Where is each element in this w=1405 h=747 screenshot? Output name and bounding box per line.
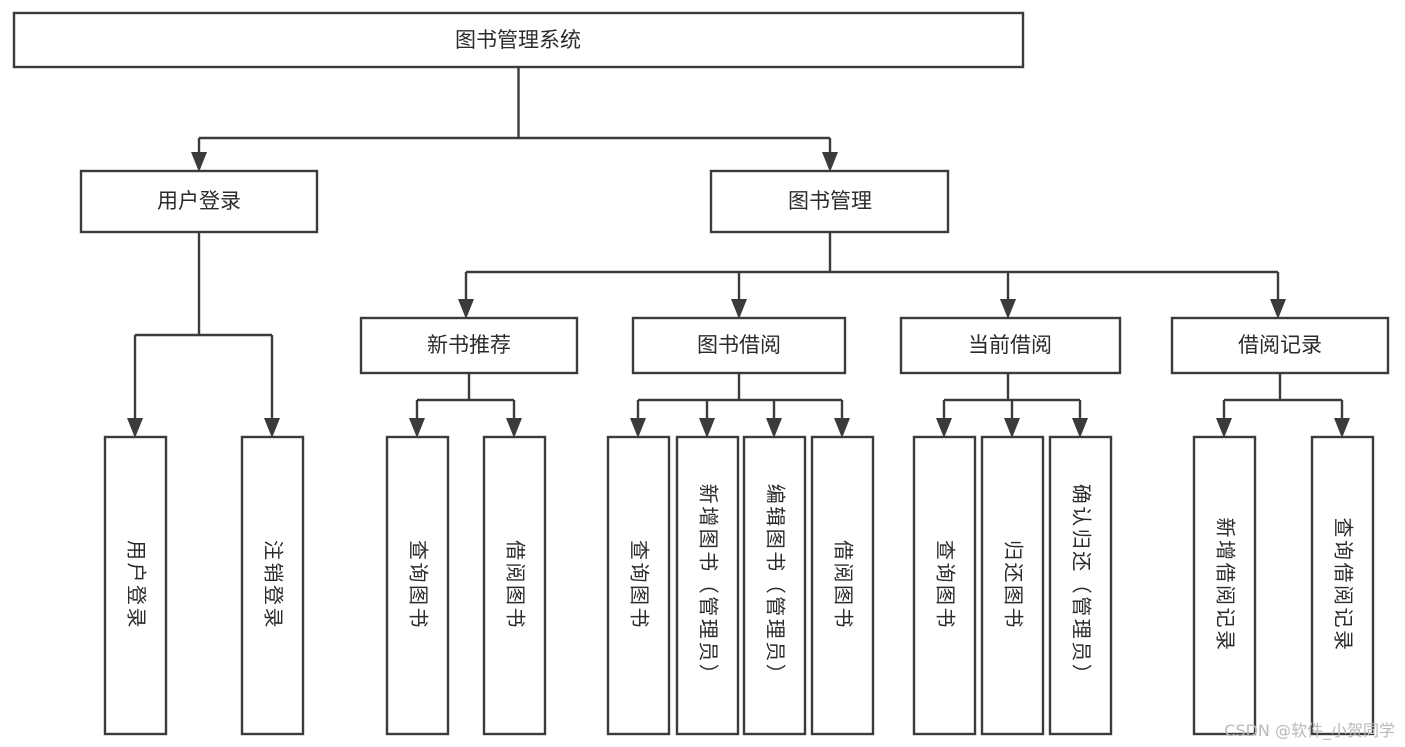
leaf-node-return-book[interactable]: 归还图书 [980, 435, 1045, 736]
arrowhead-icon-to-leaf-11 [1072, 418, 1088, 438]
arrowhead-icon-to-leaf-4 [506, 418, 522, 438]
arrowhead-icon-to-leaf-5 [630, 418, 646, 438]
node-current-borrowing[interactable]: 当前借阅 [899, 316, 1122, 375]
node-label-leaf-query-borrow-record: 查询借阅记录 [1332, 518, 1356, 653]
node-label-leaf-query-book-new: 查询图书 [407, 540, 431, 630]
node-borrowing-record[interactable]: 借阅记录 [1170, 316, 1390, 375]
node-label-leaf-user-login: 用户登录 [125, 540, 149, 630]
node-label-leaf-edit-book-admin: 编辑图书（管理员） [764, 484, 788, 687]
node-root-book-management-system[interactable]: 图书管理系统 [12, 11, 1025, 69]
node-label-user-login: 用户登录 [157, 189, 241, 213]
node-box-leaf-query-book-borrow [606, 435, 671, 736]
node-box-leaf-confirm-return-admin [1048, 435, 1113, 736]
leaf-node-query-book-current[interactable]: 查询图书 [912, 435, 977, 736]
node-box-book-management [709, 169, 950, 234]
leaf-node-logout[interactable]: 注销登录 [240, 435, 305, 736]
arrowhead-icon-to-current-borrow [1000, 299, 1016, 319]
node-label-leaf-add-borrow-record: 新增借阅记录 [1214, 518, 1238, 653]
node-box-leaf-borrow-book-new [482, 435, 547, 736]
node-label-root: 图书管理系统 [455, 28, 581, 52]
node-user-login[interactable]: 用户登录 [79, 169, 319, 234]
leaf-node-query-book-new[interactable]: 查询图书 [385, 435, 450, 736]
node-label-current-borrowing: 当前借阅 [968, 333, 1052, 357]
arrowhead-icon-to-leaf-2 [264, 418, 280, 438]
node-box-leaf-return-book [980, 435, 1045, 736]
node-box-leaf-edit-book-admin [742, 435, 807, 736]
node-book-management[interactable]: 图书管理 [709, 169, 950, 234]
node-box-leaf-borrow-book [810, 435, 875, 736]
node-label-book-borrowing: 图书借阅 [697, 333, 781, 357]
node-book-borrowing[interactable]: 图书借阅 [631, 316, 847, 375]
node-box-new-book-recommendation [359, 316, 579, 375]
leaf-node-user-login[interactable]: 用户登录 [103, 435, 168, 736]
node-box-leaf-query-book-new [385, 435, 450, 736]
node-label-new-book-recommendation: 新书推荐 [427, 333, 511, 357]
node-label-leaf-return-book: 归还图书 [1002, 540, 1026, 630]
node-box-leaf-logout [240, 435, 305, 736]
arrowhead-icon-to-new-book [458, 299, 474, 319]
node-label-book-management: 图书管理 [788, 189, 872, 213]
leaf-node-add-book-admin[interactable]: 新增图书（管理员） [675, 435, 740, 736]
arrowhead-icon-to-leaf-1 [127, 418, 143, 438]
leaf-node-borrow-book[interactable]: 借阅图书 [810, 435, 875, 736]
node-box-book-borrowing [631, 316, 847, 375]
arrowhead-icon-to-leaf-12 [1216, 418, 1232, 438]
node-box-root [12, 11, 1025, 69]
leaf-node-query-borrow-record[interactable]: 查询借阅记录 [1310, 435, 1375, 736]
arrowhead-icon-to-leaf-13 [1334, 418, 1350, 438]
node-new-book-recommendation[interactable]: 新书推荐 [359, 316, 579, 375]
node-label-leaf-logout: 注销登录 [262, 540, 286, 630]
node-label-leaf-borrow-book: 借阅图书 [832, 540, 856, 630]
arrowhead-icon-to-borrow-record [1270, 299, 1286, 319]
node-box-leaf-query-book-current [912, 435, 977, 736]
node-label-leaf-borrow-book-new: 借阅图书 [504, 540, 528, 630]
arrowhead-icon-to-leaf-6 [699, 418, 715, 438]
arrowhead-icon-to-book-mgmt [822, 152, 838, 172]
node-label-borrowing-record: 借阅记录 [1238, 333, 1322, 357]
node-label-leaf-query-book-current: 查询图书 [934, 540, 958, 630]
arrowhead-layer [127, 152, 1350, 438]
node-box-leaf-user-login [103, 435, 168, 736]
leaf-node-confirm-return-admin[interactable]: 确认归还（管理员） [1048, 435, 1113, 736]
node-label-leaf-confirm-return-admin: 确认归还（管理员） [1070, 484, 1094, 687]
node-box-borrowing-record [1170, 316, 1390, 375]
arrowhead-icon-to-leaf-10 [1004, 418, 1020, 438]
leaf-node-edit-book-admin[interactable]: 编辑图书（管理员） [742, 435, 807, 736]
arrowhead-icon-to-user-login [191, 152, 207, 172]
node-box-user-login [79, 169, 319, 234]
arrowhead-icon-to-leaf-3 [409, 418, 425, 438]
arrowhead-icon-to-leaf-8 [834, 418, 850, 438]
arrowhead-icon-to-leaf-7 [766, 418, 782, 438]
leaf-node-add-borrow-record[interactable]: 新增借阅记录 [1192, 435, 1257, 736]
node-label-leaf-add-book-admin: 新增图书（管理员） [697, 484, 721, 687]
leaf-node-borrow-book-new[interactable]: 借阅图书 [482, 435, 547, 736]
node-box-leaf-query-borrow-record [1310, 435, 1375, 736]
leaf-node-query-book-borrow[interactable]: 查询图书 [606, 435, 671, 736]
arrowhead-icon-to-borrow [731, 299, 747, 319]
node-label-leaf-query-book-borrow: 查询图书 [628, 540, 652, 630]
node-box-current-borrowing [899, 316, 1122, 375]
node-box-leaf-add-book-admin [675, 435, 740, 736]
arrowhead-icon-to-leaf-9 [936, 418, 952, 438]
node-box-leaf-add-borrow-record [1192, 435, 1257, 736]
